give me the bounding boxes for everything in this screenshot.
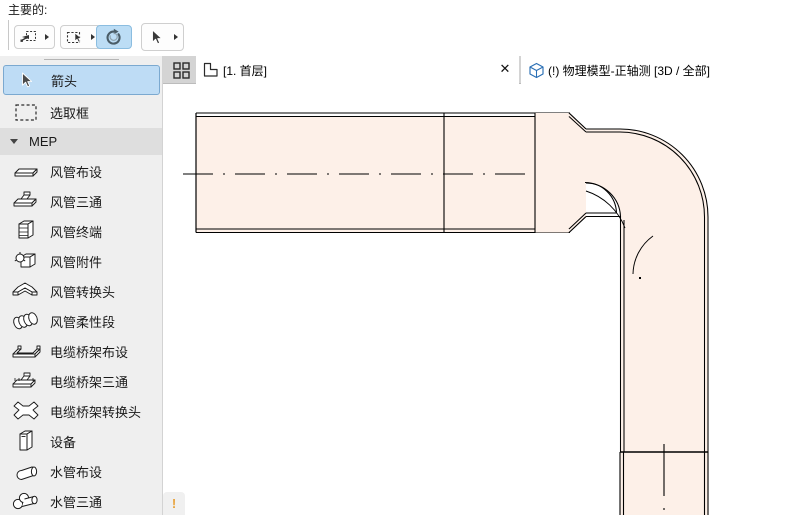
transition-taper-top-2r: [568, 116, 587, 133]
cable-tray-run-icon: [11, 338, 41, 364]
elbow-fill: [586, 129, 708, 452]
rotate-tool-group[interactable]: [96, 25, 132, 49]
view-grid-icon: [172, 61, 190, 79]
toolbar-divider: [8, 20, 9, 50]
flex-duct-icon: [11, 308, 41, 334]
marquee-select-icon: [66, 31, 82, 43]
warning-badge[interactable]: !: [163, 492, 185, 515]
sidebar-item-label: 风管布设: [50, 164, 103, 180]
modify-tool-button[interactable]: [17, 27, 41, 47]
sidebar-top-separator: [44, 59, 119, 60]
tab-floor-plan[interactable]: [1. 首层] ✕: [196, 56, 519, 84]
modify-tool-caret[interactable]: [41, 27, 52, 47]
cable-tray-transition-icon: [11, 398, 41, 424]
elbow-vane-arc-1: [585, 190, 626, 229]
view-grid-button[interactable]: [167, 57, 195, 83]
sidebar-item-label: 水管三通: [50, 494, 103, 510]
marquee-select-group[interactable]: [60, 25, 101, 49]
duct-layout-drawing: [183, 112, 709, 515]
transition-taper-bot-2r: [568, 212, 587, 230]
elbow-vane-arc-2: [632, 235, 654, 275]
sidebar-item-label: 电缆桥架转换头: [50, 404, 142, 420]
sidebar-item-duct-tee[interactable]: 风管三通: [3, 186, 160, 216]
sidebar-item-marquee[interactable]: 选取框: [3, 97, 160, 127]
pipe-tee-icon: [11, 488, 41, 514]
pointer-tool-caret[interactable]: [170, 27, 181, 47]
warning-badge-label: !: [171, 496, 177, 511]
sidebar-item-equipment[interactable]: 设备: [3, 426, 160, 456]
chevron-right-icon: [173, 34, 178, 40]
sidebar-item-pipe-tee[interactable]: 水管三通: [3, 486, 160, 515]
tab-close-button[interactable]: ✕: [499, 61, 511, 76]
sidebar-item-label: 水管布设: [50, 464, 103, 480]
cube-3d-icon: [527, 61, 545, 79]
elbow-inner-edge-3: [584, 181, 618, 214]
sidebar-item-cable-tray-run[interactable]: 电缆桥架布设: [3, 336, 160, 366]
transition-body-fill: [569, 113, 586, 233]
sidebar-item-label: 风管柔性段: [50, 314, 116, 330]
triangle-down-icon: [10, 139, 18, 144]
chevron-right-icon: [44, 34, 49, 40]
sidebar-item-cable-tray-transition[interactable]: 电缆桥架转换头: [3, 396, 160, 426]
sidebar-item-label: 风管附件: [50, 254, 103, 270]
floor-plan-icon: [202, 61, 220, 79]
pointer-tool-group[interactable]: [141, 23, 184, 51]
sidebar-group-label: MEP: [29, 134, 58, 149]
duct-terminal-icon: [11, 218, 41, 244]
sidebar-item-duct-accessory[interactable]: 风管附件: [3, 246, 160, 276]
view-tab-bar: [1. 首层] ✕ (!) 物理模型-正轴测 [3D / 全部]: [163, 56, 787, 84]
pointer-tool-button[interactable]: [144, 25, 170, 49]
sidebar-item-label: 电缆桥架布设: [50, 344, 129, 360]
duct-accessory-icon: [11, 248, 41, 274]
sidebar-group-mep[interactable]: MEP: [0, 128, 162, 155]
sidebar-item-pipe-run[interactable]: 水管布设: [3, 456, 160, 486]
sidebar-item-label: 风管转换头: [50, 284, 116, 300]
toolbar-section-label: 主要的:: [8, 3, 48, 17]
cable-tray-tee-icon: [11, 368, 41, 394]
sidebar-item-label: 箭头: [51, 73, 78, 89]
elbow-outer-edge-2: [586, 131, 706, 452]
rotate-arrow-icon: [106, 28, 121, 45]
drawing-canvas[interactable]: [163, 84, 787, 515]
modify-tool-group[interactable]: [14, 25, 55, 49]
sidebar-item-arrow[interactable]: 箭头: [3, 65, 160, 95]
tab-3d-physical-model[interactable]: (!) 物理模型-正轴测 [3D / 全部]: [521, 56, 787, 84]
sidebar-item-label: 风管三通: [50, 194, 103, 210]
pipe-run-icon: [11, 458, 41, 484]
elbow-outer-edge: [586, 128, 709, 452]
transition-taper-bot-r: [568, 216, 587, 233]
tool-sidebar: 箭头 选取框 MEP: [0, 56, 163, 515]
dashed-rectangle-icon: [11, 99, 41, 125]
modify-select-icon: [20, 30, 36, 42]
duct-run-icon: [11, 158, 41, 184]
transition-fill: [535, 113, 570, 233]
duct-transition-icon: [11, 278, 41, 304]
sidebar-item-flex-duct[interactable]: 风管柔性段: [3, 306, 160, 336]
tab-label: (!) 物理模型-正轴测 [3D / 全部]: [548, 63, 711, 78]
sidebar-item-duct-terminal[interactable]: 风管终端: [3, 216, 160, 246]
rotate-tool-button[interactable]: [99, 27, 129, 47]
elbow-center-dot: [639, 277, 641, 279]
tab-label: [1. 首层]: [223, 63, 268, 78]
sidebar-item-duct-transition[interactable]: 风管转换头: [3, 276, 160, 306]
cursor-arrow-icon: [151, 29, 162, 44]
sidebar-item-label: 风管终端: [50, 224, 103, 240]
sidebar-item-label: 设备: [50, 434, 77, 450]
sidebar-item-duct-run[interactable]: 风管布设: [3, 156, 160, 186]
transition-taper-top-r: [568, 112, 587, 130]
chevron-right-icon: [90, 34, 95, 40]
toolbar-area: 主要的:: [0, 0, 787, 56]
sidebar-item-cable-tray-tee[interactable]: 电缆桥架三通: [3, 366, 160, 396]
sidebar-item-label: 选取框: [50, 105, 90, 121]
marquee-select-button[interactable]: [63, 27, 87, 47]
cursor-arrow-icon: [12, 67, 42, 93]
marquee-select-caret[interactable]: [87, 27, 98, 47]
sidebar-item-label: 电缆桥架三通: [50, 374, 129, 390]
equipment-icon: [11, 428, 41, 454]
duct-tee-icon: [11, 188, 41, 214]
